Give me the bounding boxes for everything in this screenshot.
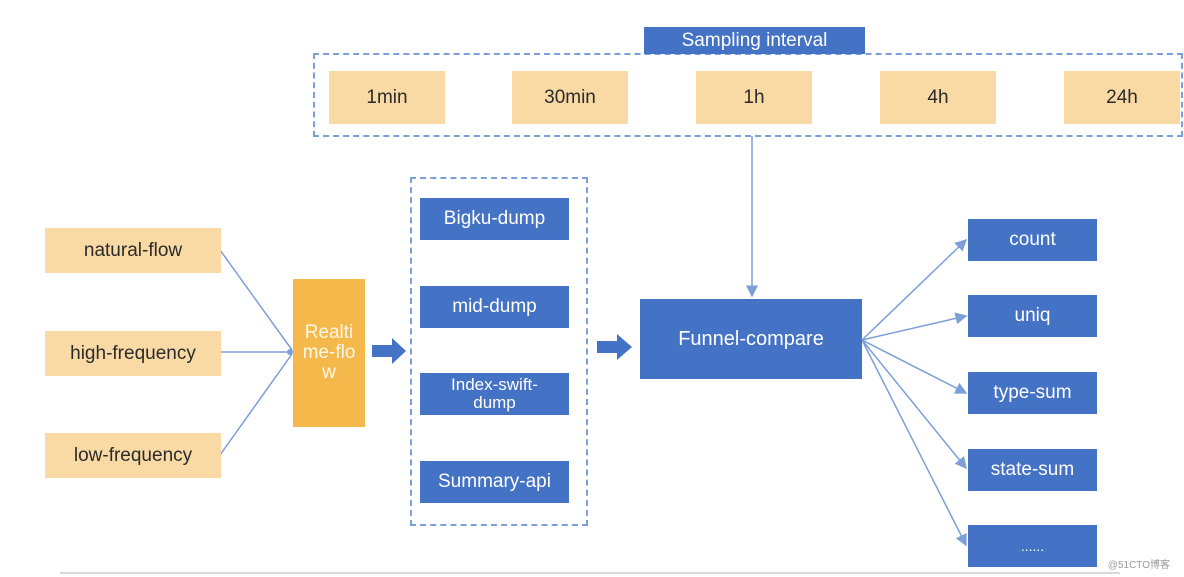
- output-state-sum: state-sum: [968, 449, 1097, 491]
- watermark: @51CTO博客: [1107, 560, 1170, 571]
- interval-4h: 4h: [880, 71, 996, 124]
- block-arrow-2: [597, 334, 632, 360]
- interval-1h: 1h: [696, 71, 812, 124]
- junction-dot: [287, 349, 293, 355]
- interval-24h: 24h: [1064, 71, 1180, 124]
- interval-1min: 1min: [329, 71, 445, 124]
- link-more: [861, 339, 967, 547]
- link-low-frequency: [219, 353, 293, 456]
- output-type-sum: type-sum: [968, 372, 1097, 414]
- link-state-sum: [861, 339, 967, 470]
- bigku-dump-box: Bigku-dump: [420, 198, 569, 240]
- input-natural-flow: natural-flow: [45, 228, 221, 273]
- dump-group: [410, 177, 588, 526]
- bottom-rule: [60, 572, 1120, 574]
- link-type-sum: [861, 339, 968, 394]
- index-swift-dump-box: Index-swift-dump: [420, 373, 569, 415]
- output-uniq: uniq: [968, 295, 1097, 337]
- interval-30min: 30min: [512, 71, 628, 124]
- input-high-frequency: high-frequency: [45, 331, 221, 376]
- sampling-interval-group: [313, 53, 1183, 137]
- output-more: ......: [968, 525, 1097, 567]
- link-count: [861, 238, 968, 341]
- output-count: count: [968, 219, 1097, 261]
- realtime-flow-box: Realtime-flow: [293, 279, 365, 427]
- mid-dump-box: mid-dump: [420, 286, 569, 328]
- link-natural-flow: [219, 249, 293, 351]
- link-uniq: [861, 312, 968, 341]
- sampling-interval-title: Sampling interval: [644, 27, 865, 54]
- block-arrow-1: [372, 338, 406, 364]
- summary-api-box: Summary-api: [420, 461, 569, 503]
- input-low-frequency: low-frequency: [45, 433, 221, 478]
- funnel-compare-box: Funnel-compare: [640, 299, 862, 379]
